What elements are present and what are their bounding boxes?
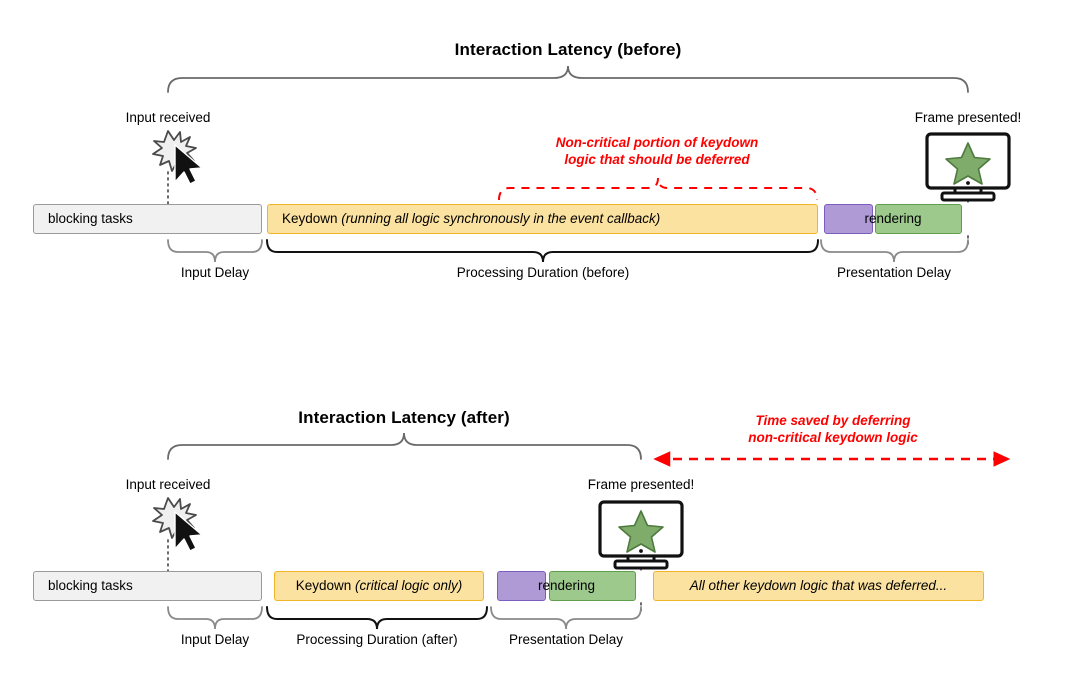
after-overall-brace	[167, 432, 642, 460]
after-annotation-line-1: Time saved by deferring	[755, 413, 911, 428]
before-frame-presented-label: Frame presented!	[914, 110, 1022, 125]
after-bar-render-green[interactable]	[549, 571, 636, 601]
before-bar-keydown-label-italic: (running all logic synchronously in the …	[341, 211, 661, 227]
before-bar-render-green[interactable]	[875, 204, 962, 234]
click-burst-icon	[152, 497, 197, 539]
before-bar-keydown[interactable]: Keydown (running all logic synchronously…	[267, 204, 818, 234]
before-phase-label-input-delay: Input Delay	[180, 265, 250, 280]
before-input-received-label: Input received	[125, 110, 211, 125]
before-bar-blocking-tasks-label: blocking tasks	[48, 211, 133, 227]
mouse-cursor-icon	[174, 511, 203, 552]
before-annotation-line-1: Non-critical portion of keydown	[555, 135, 759, 150]
after-bar-keydown-label: Keydown (critical logic only)	[275, 579, 483, 593]
before-annotation: Non-critical portion of keydown logic th…	[457, 134, 857, 169]
after-bar-keydown[interactable]: Keydown (critical logic only)	[274, 571, 484, 601]
after-bar-deferred-logic[interactable]: All other keydown logic that was deferre…	[653, 571, 984, 601]
after-frame-presented-label: Frame presented!	[587, 477, 695, 492]
after-title: Interaction Latency (after)	[298, 408, 510, 427]
before-bar-blocking-tasks[interactable]: blocking tasks	[33, 204, 262, 234]
after-bar-render-purple[interactable]	[497, 571, 546, 601]
before-brace-input-delay	[167, 239, 263, 263]
after-bar-keydown-label-italic: (critical logic only)	[355, 578, 463, 594]
after-input-received-label: Input received	[125, 477, 211, 492]
after-bar-keydown-label-plain: Keydown	[295, 578, 355, 594]
before-overall-brace	[167, 65, 969, 93]
before-bar-render-purple[interactable]	[824, 204, 873, 234]
after-brace-presentation	[490, 606, 642, 630]
click-burst-icon	[152, 130, 197, 172]
before-rendering-label: rendering	[864, 211, 922, 226]
after-rendering-label: rendering	[537, 578, 596, 593]
before-phase-label-presentation: Presentation Delay	[836, 265, 952, 280]
before-brace-presentation	[820, 239, 969, 263]
before-brace-processing	[266, 239, 819, 263]
before-bar-keydown-label-plain: Keydown	[282, 211, 342, 227]
after-phase-label-input-delay: Input Delay	[180, 632, 250, 647]
mouse-cursor-icon	[174, 144, 203, 185]
monitor-icon	[925, 132, 1011, 202]
before-bar-keydown-label: Keydown (running all logic synchronously…	[268, 212, 660, 226]
after-bar-deferred-logic-label: All other keydown logic that was deferre…	[689, 578, 948, 594]
before-noncritical-bracket	[498, 177, 818, 201]
before-annotation-line-2: logic that should be deferred	[564, 152, 750, 168]
monitor-icon	[598, 500, 684, 570]
after-brace-input-delay	[167, 606, 263, 630]
before-phase-label-processing: Processing Duration (before)	[456, 265, 630, 280]
after-annotation: Time saved by deferring non-critical key…	[663, 412, 1003, 447]
before-title: Interaction Latency (before)	[454, 40, 682, 59]
after-annotation-line-2: non-critical keydown logic	[748, 430, 918, 446]
star-icon	[945, 142, 991, 185]
star-icon	[618, 510, 664, 553]
after-phase-label-presentation: Presentation Delay	[508, 632, 624, 647]
after-brace-processing	[266, 606, 488, 630]
after-bar-blocking-tasks[interactable]: blocking tasks	[33, 571, 262, 601]
after-bar-blocking-tasks-label: blocking tasks	[48, 578, 133, 594]
after-phase-label-processing: Processing Duration (after)	[296, 632, 458, 647]
